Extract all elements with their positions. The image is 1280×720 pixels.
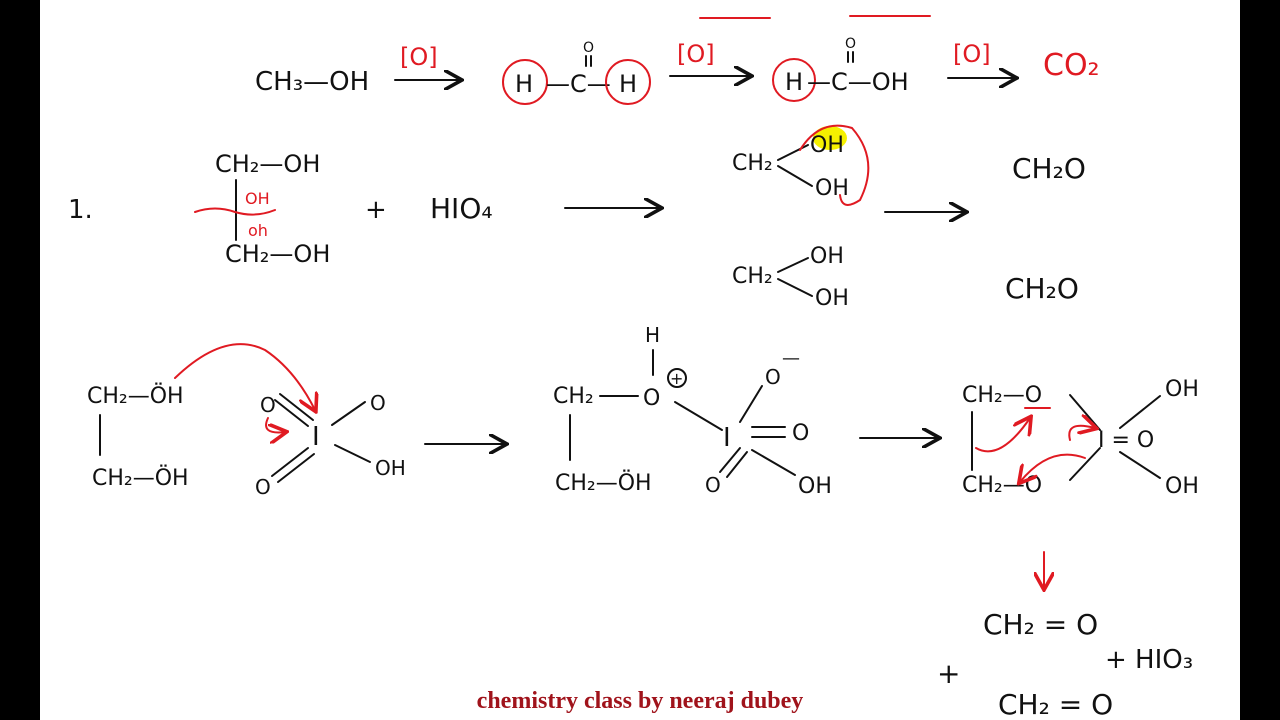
diol-oh-1a: OH xyxy=(810,133,844,158)
hio4-double-bond-2 xyxy=(271,447,315,483)
step3-o-i-bonds xyxy=(1069,394,1101,481)
formaldehyde-double-bond xyxy=(585,55,592,67)
formaldehyde-oxygen: O xyxy=(583,40,594,56)
methanol-label: CH₃—OH xyxy=(255,67,369,97)
glycol-bottom: CH₂—OH xyxy=(225,240,330,268)
circle-left-h xyxy=(502,59,548,105)
circle-formic-h xyxy=(772,58,816,102)
mech-glycol-top: CH₂—ÖH xyxy=(87,383,184,409)
electron-arrow-1 xyxy=(265,417,285,432)
hio4-bond-2 xyxy=(331,401,366,426)
step2-bond-up xyxy=(739,385,763,423)
red-oh-upper: OH xyxy=(245,189,270,208)
formic-double-bond xyxy=(847,51,854,63)
glycol-top: CH₂—OH xyxy=(215,150,320,178)
step2-ch2-top: CH₂ xyxy=(553,384,594,409)
formic-oxygen: O xyxy=(845,36,856,52)
plus-sign: + xyxy=(365,195,387,225)
diol-bonds-1 xyxy=(777,144,813,187)
formic-rest: —C—OH xyxy=(807,68,909,96)
step3-ch2o-bottom: CH₂—O xyxy=(962,473,1042,498)
channel-credit: chemistry class by neeraj dubey xyxy=(476,688,804,714)
diol-oh-2a: OH xyxy=(810,244,844,269)
hio4-bond-3 xyxy=(334,444,371,463)
formic-h: H xyxy=(785,68,803,96)
diol-ch2-2: CH₂ xyxy=(732,264,773,289)
cleavage-mark xyxy=(194,207,276,216)
yellow-highlight xyxy=(813,126,847,150)
circle-right-h xyxy=(605,59,651,105)
diol-oh-1b: OH xyxy=(815,176,849,201)
step2-ch2oh-bottom: CH₂—ÖH xyxy=(555,470,652,496)
step3-iodine: I = O xyxy=(1098,428,1154,453)
step2-h: H xyxy=(645,323,660,347)
attack-arrow xyxy=(174,343,315,410)
oxidant-label-3: [O] xyxy=(953,40,991,68)
step2-bond-oh xyxy=(751,449,796,476)
minus-charge: — xyxy=(782,348,800,369)
step2-o-right: O xyxy=(792,421,809,446)
plus-charge-circle xyxy=(667,368,687,388)
hio4-oh: OH xyxy=(375,456,406,480)
plus-charge: + xyxy=(670,369,683,388)
oxidant-label-1: [O] xyxy=(400,43,438,71)
handwritten-notes: CH₃—OH [O] H —C— O H [O] H —C—OH O [O] C… xyxy=(68,15,1199,720)
electron-arrow-4 xyxy=(1020,453,1086,482)
final-formaldehyde-1: CH₂ = O xyxy=(983,608,1098,641)
step2-iodine: I xyxy=(723,423,731,453)
oxidant-label-2: [O] xyxy=(677,40,715,68)
hio4-o-2: O xyxy=(370,391,386,415)
reaction-number: 1. xyxy=(68,195,93,225)
diol-bonds-2 xyxy=(777,257,813,297)
formaldehyde-center: —C— xyxy=(546,70,611,98)
product-formaldehyde-2: CH₂O xyxy=(1005,272,1079,305)
water-loss-loop xyxy=(799,124,870,206)
diol-oh-2b: OH xyxy=(815,286,849,311)
electron-arrow-2 xyxy=(975,418,1030,453)
hio4-o-3: O xyxy=(255,475,271,499)
diol-ch2-1: CH₂ xyxy=(732,151,773,176)
final-hio3: + HIO₃ xyxy=(1105,645,1193,675)
step2-o-lower: O xyxy=(705,473,721,497)
step2-o-minus: O xyxy=(765,365,781,389)
electron-arrow-3 xyxy=(1068,426,1095,441)
hio4-double-bond-1 xyxy=(274,393,314,427)
step2-o-i-bond xyxy=(674,401,723,431)
red-oh-lower: oh xyxy=(248,221,268,240)
hio4-o-1: O xyxy=(260,393,276,417)
step3-ch2o-top: CH₂—O xyxy=(962,383,1042,408)
hio4-iodine: I xyxy=(312,422,320,452)
step2-i-o-double xyxy=(751,426,786,438)
whiteboard-sheet: CH₃—OH [O] H —C— O H [O] H —C—OH O [O] C… xyxy=(40,0,1240,720)
co2-label: CO₂ xyxy=(1043,48,1100,83)
step3-i-oh-bonds xyxy=(1119,395,1161,479)
final-plus: + xyxy=(937,657,960,690)
cropped-top-marks xyxy=(699,15,931,19)
step2-o: O xyxy=(643,386,660,411)
formaldehyde-right-h: H xyxy=(619,70,637,98)
step3-oh-top: OH xyxy=(1165,377,1199,402)
step2-oh: OH xyxy=(798,474,832,499)
step2-i-o-double-lower xyxy=(719,447,748,478)
formaldehyde-left-h: H xyxy=(515,70,533,98)
final-formaldehyde-2: CH₂ = O xyxy=(998,688,1113,720)
step3-oh-bottom: OH xyxy=(1165,474,1199,499)
periodic-acid: HIO₄ xyxy=(430,192,493,225)
product-formaldehyde-1: CH₂O xyxy=(1012,152,1086,185)
mech-glycol-bottom: CH₂—ÖH xyxy=(92,465,189,491)
